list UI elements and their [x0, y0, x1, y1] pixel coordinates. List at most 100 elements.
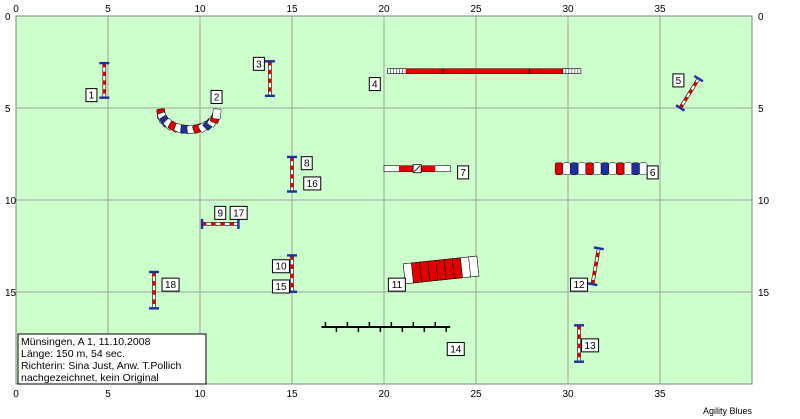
- info-line-1: Münsingen, A 1, 11.10.2008: [21, 336, 151, 348]
- info-line-4: nachgezeichnet, kein Original: [21, 372, 159, 384]
- obstacle-number-box: [271, 279, 290, 294]
- obstacle-number-box: [387, 277, 406, 292]
- hurdle-8-16: [287, 155, 297, 193]
- tunnel-segment: [623, 162, 633, 175]
- hurdle-stripe: [594, 261, 598, 267]
- obstacle-number-9: 9: [214, 205, 227, 220]
- obstacle-number-1: 1: [85, 88, 98, 103]
- brand-label: Agility Blues: [703, 406, 753, 416]
- info-box-frame: [17, 333, 207, 385]
- x-tick-bottom: 0: [13, 389, 19, 400]
- hurdle-wing-left: [149, 270, 159, 274]
- hurdle-stripe: [683, 96, 689, 102]
- hurdle-stripe: [688, 88, 694, 95]
- obstacle-number-text: 7: [460, 168, 466, 179]
- obstacle-number-text: 9: [217, 208, 223, 219]
- x-tick-bottom: 35: [654, 389, 666, 400]
- hurdle-wing-right: [574, 360, 585, 363]
- hurdle-wing-right: [287, 190, 297, 193]
- obstacle-number-text: 6: [650, 168, 656, 179]
- dogwalk-center: [405, 68, 563, 74]
- tunnel-11: [402, 255, 480, 285]
- tunnel-segment: [616, 162, 625, 175]
- obstacle-number-box: [271, 259, 290, 274]
- tunnel-segment: [639, 162, 648, 175]
- obstacle-number-box: [85, 88, 98, 103]
- tunnel-segment: [585, 162, 594, 175]
- hurdle-wing-left: [675, 104, 686, 112]
- obstacles-layer: [99, 60, 704, 363]
- obstacle-number-3: 3: [252, 56, 265, 71]
- hurdle-wing-left: [264, 60, 275, 63]
- hurdle-wing-left: [287, 254, 297, 257]
- y-tick-left: 0: [5, 12, 11, 23]
- hurdle-stripe: [268, 78, 272, 83]
- hurdle-wing-left: [587, 282, 598, 287]
- x-tick-bottom: 25: [470, 389, 482, 400]
- obstacle-number-text: 2: [214, 92, 220, 103]
- obstacle-number-box: [581, 338, 600, 353]
- y-tick-right: 10: [758, 196, 770, 207]
- hurdle-stripe: [577, 334, 581, 339]
- hurdle-3: [264, 60, 275, 98]
- obstacle-number-16: 16: [303, 176, 322, 191]
- x-tick-top: 15: [286, 4, 298, 15]
- hurdle-stripe: [152, 299, 156, 304]
- obstacle-number-box: [457, 165, 470, 180]
- hurdle-stripe: [290, 174, 294, 179]
- hurdle-stripe: [268, 87, 272, 92]
- hurdle-stripe: [290, 264, 294, 270]
- obstacle-number-box: [646, 165, 659, 180]
- obstacle-number-text: 10: [275, 262, 287, 273]
- tunnel-segment: [212, 108, 222, 120]
- hurdle-12: [587, 246, 604, 287]
- hurdle-stripe: [577, 352, 581, 358]
- dogwalk-4: [387, 68, 582, 74]
- obstacle-number-text: 12: [573, 280, 585, 291]
- info-line-2: Länge: 150 m, 54 sec.: [21, 348, 125, 360]
- obstacle-number-text: 4: [372, 80, 378, 91]
- hurdle-wing-right: [693, 74, 704, 83]
- y-tick-left: 5: [5, 104, 11, 115]
- obstacle-number-text: 1: [89, 91, 95, 102]
- obstacle-number-17: 17: [229, 205, 248, 220]
- obstacle-number-text: 18: [165, 280, 177, 291]
- obstacle-number-text: 3: [256, 59, 262, 70]
- hurdle-wing-left: [574, 324, 585, 327]
- hurdle-stripe: [290, 273, 294, 279]
- tunnel-6: [554, 162, 648, 175]
- x-tick-top: 0: [13, 4, 19, 15]
- grid-lines: [16, 16, 752, 384]
- obstacle-number-4: 4: [368, 77, 381, 92]
- tunnel-segment: [593, 162, 602, 175]
- hurdle-18: [149, 270, 159, 310]
- x-tick-top: 35: [654, 4, 666, 15]
- hurdle-wing-right: [264, 94, 275, 98]
- obstacle-number-box: [229, 205, 248, 220]
- obstacle-number-box: [210, 89, 223, 104]
- hurdle-stripe: [595, 252, 600, 258]
- info-box: Münsingen, A 1, 11.10.2008 Länge: 150 m,…: [17, 333, 207, 385]
- x-tick-top: 25: [470, 4, 482, 15]
- info-line-3: Richterin: Sina Just, Anw. T.Pollich: [21, 360, 181, 372]
- hurdle-stripe: [220, 222, 225, 226]
- hurdle-stripe: [102, 89, 106, 94]
- tunnel-segment: [631, 162, 640, 175]
- obstacle-number-15: 15: [271, 279, 290, 294]
- obstacle-number-box: [570, 277, 589, 292]
- obstacle-number-text: 8: [304, 159, 310, 170]
- hurdle-stripe: [152, 280, 156, 286]
- obstacle-number-box: [446, 342, 465, 357]
- obstacle-number-box: [252, 56, 265, 71]
- x-tick-bottom: 15: [286, 389, 298, 400]
- x-tick-top: 20: [378, 4, 390, 15]
- obstacle-number-6: 6: [646, 165, 659, 180]
- obstacle-number-box: [300, 156, 313, 171]
- obstacle-number-text: 11: [392, 280, 403, 291]
- obstacle-number-13: 13: [581, 338, 600, 353]
- hurdle-stripe: [290, 182, 294, 188]
- y-tick-right: 0: [758, 12, 764, 23]
- obstacle-number-18: 18: [161, 277, 180, 292]
- hurdle-9-17: [200, 218, 240, 229]
